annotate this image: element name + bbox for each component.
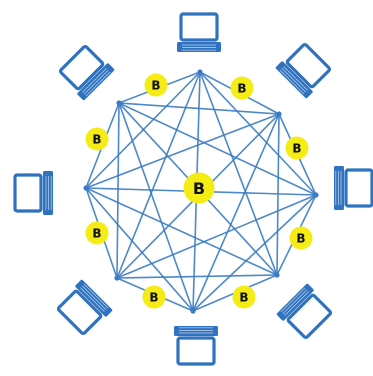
keyboard-row bbox=[82, 68, 107, 93]
laptop-icon bbox=[177, 12, 221, 52]
network-edges bbox=[85, 71, 317, 312]
keyboard-row bbox=[282, 289, 308, 315]
laptop-keyboard bbox=[174, 326, 218, 336]
central-bitcoin-coin: B bbox=[183, 172, 215, 204]
bitcoin-coins: B B B B B B B B B bbox=[85, 73, 313, 309]
coin-disc bbox=[85, 221, 109, 245]
laptop-screen bbox=[344, 168, 373, 208]
coin-letter: B bbox=[149, 291, 158, 305]
laptop-keyboard bbox=[177, 42, 221, 52]
laptop-screen bbox=[58, 44, 105, 91]
laptop-keyboard bbox=[276, 283, 314, 321]
coin-letter: B bbox=[237, 82, 246, 96]
laptop-icon bbox=[334, 166, 373, 210]
coin-letter: B bbox=[292, 142, 301, 156]
network-vertex bbox=[313, 192, 319, 198]
keyboard-row bbox=[280, 287, 306, 313]
keyboard-row bbox=[80, 287, 105, 312]
network-edge bbox=[85, 187, 194, 312]
keyboard-row bbox=[83, 69, 109, 95]
laptop-icon bbox=[13, 171, 53, 215]
coin-disc bbox=[232, 285, 256, 309]
keyboard-row bbox=[283, 66, 308, 91]
keyboard-row bbox=[81, 285, 107, 311]
coin-letter: B bbox=[193, 179, 205, 198]
laptop-nodes bbox=[13, 12, 373, 366]
network-edge bbox=[118, 102, 194, 312]
coin-disc bbox=[183, 172, 215, 204]
keyboard-row bbox=[279, 69, 305, 95]
laptop-keyboard bbox=[275, 61, 313, 99]
coin-disc bbox=[144, 73, 168, 97]
network-vertex bbox=[274, 272, 280, 278]
laptop-screen bbox=[285, 42, 332, 89]
keyboard-row bbox=[83, 283, 109, 309]
bitcoin-coin: B bbox=[85, 221, 109, 245]
network-edge bbox=[192, 113, 280, 312]
network-vertices bbox=[83, 69, 319, 314]
laptop-icon bbox=[275, 42, 332, 99]
laptop-keyboard bbox=[75, 279, 113, 317]
laptop-icon bbox=[174, 326, 218, 366]
network-edge bbox=[116, 274, 278, 279]
keyboard-row bbox=[85, 71, 111, 97]
bitcoin-coin: B bbox=[144, 73, 168, 97]
network-vertex bbox=[116, 100, 122, 106]
coin-disc bbox=[142, 285, 166, 309]
network-edge bbox=[199, 71, 317, 196]
bitcoin-coin: B bbox=[289, 226, 313, 250]
coin-disc bbox=[85, 127, 109, 151]
keyboard-row bbox=[284, 291, 309, 316]
network-vertex bbox=[83, 185, 89, 191]
network-edge bbox=[118, 102, 317, 196]
network-vertex bbox=[190, 308, 196, 314]
bitcoin-coin: B bbox=[85, 127, 109, 151]
coin-letter: B bbox=[296, 232, 305, 246]
network-edge bbox=[199, 71, 278, 276]
network-edge bbox=[116, 194, 317, 279]
laptop-screen bbox=[179, 12, 219, 42]
laptop-icon bbox=[58, 44, 115, 101]
network-edge bbox=[85, 113, 280, 189]
coin-disc bbox=[230, 76, 254, 100]
bitcoin-coin: B bbox=[230, 76, 254, 100]
bitcoin-coin: B bbox=[142, 285, 166, 309]
laptop-screen bbox=[13, 173, 43, 213]
network-edge bbox=[192, 194, 317, 312]
coin-letter: B bbox=[239, 291, 248, 305]
network-edge bbox=[116, 102, 120, 279]
coin-letter: B bbox=[92, 227, 101, 241]
bitcoin-coin: B bbox=[232, 285, 256, 309]
coin-letter: B bbox=[151, 79, 160, 93]
keyboard-row bbox=[281, 67, 307, 93]
laptop-screen bbox=[56, 289, 103, 336]
laptop-icon bbox=[56, 279, 113, 336]
laptop-icon bbox=[276, 283, 333, 340]
coin-disc bbox=[289, 226, 313, 250]
laptop-keyboard bbox=[77, 63, 115, 101]
laptop-screen bbox=[176, 336, 216, 366]
bitcoin-coin: B bbox=[285, 136, 309, 160]
laptop-keyboard bbox=[43, 171, 53, 215]
network-vertex bbox=[114, 275, 120, 281]
network-edge bbox=[116, 71, 201, 279]
network-edge bbox=[118, 102, 280, 115]
network-vertex bbox=[197, 69, 203, 75]
network-vertex bbox=[276, 111, 282, 117]
coin-disc bbox=[285, 136, 309, 160]
laptop-keyboard bbox=[334, 166, 344, 210]
coin-letter: B bbox=[92, 133, 101, 147]
laptop-screen bbox=[286, 293, 333, 340]
